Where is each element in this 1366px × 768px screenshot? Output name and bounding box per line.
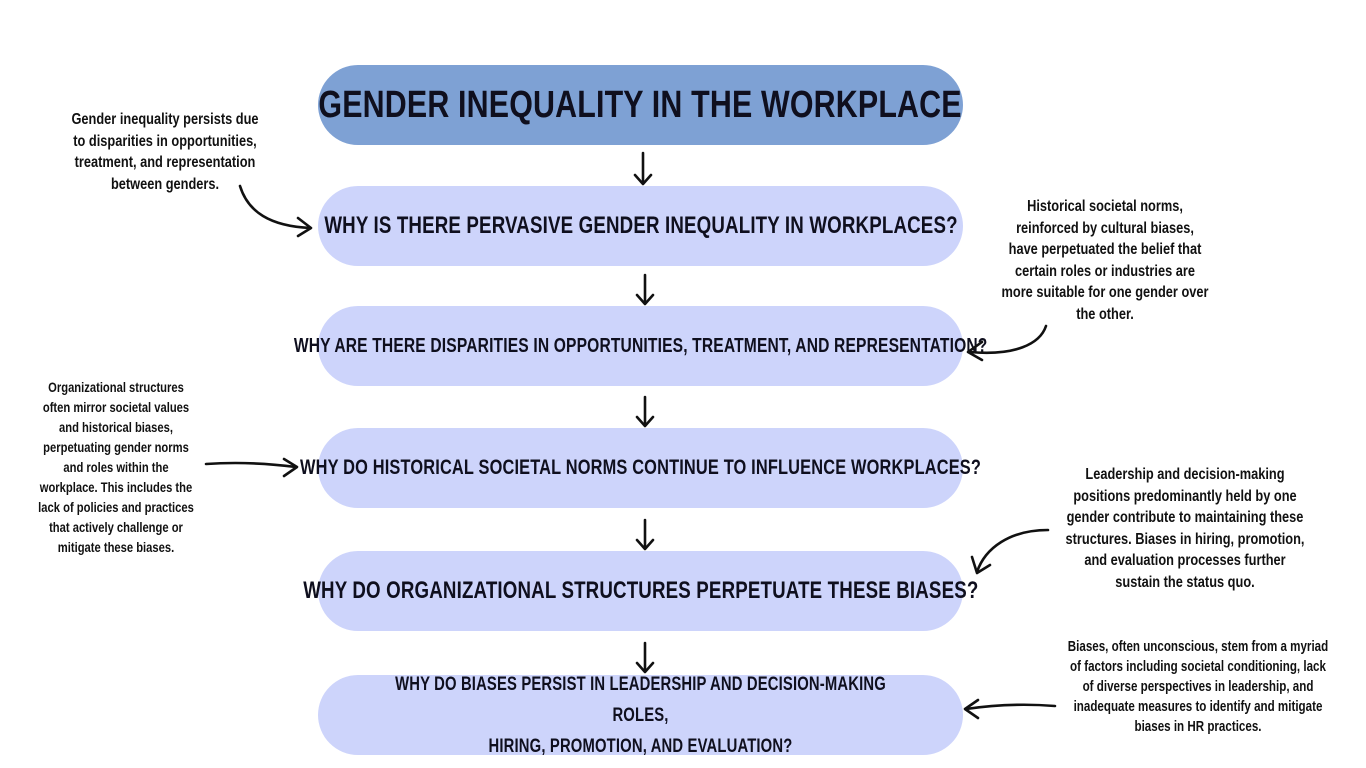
- note-3: Organizational structures often mirror s…: [23, 377, 209, 557]
- note-3-line: Organizational structures: [48, 379, 184, 395]
- note-5-line: inadequate measures to identify and miti…: [1073, 699, 1323, 715]
- title-box: GENDER INEQUALITY IN THE WORKPLACE: [318, 65, 963, 145]
- question-1-text: WHY IS THERE PERVASIVE GENDER INEQUALITY…: [323, 212, 958, 239]
- curved-arrow-icon: [966, 324, 1048, 362]
- note-2: Historical societal norms, reinforced by…: [989, 196, 1221, 326]
- question-4-text: WHY DO ORGANIZATIONAL STRUCTURES PERPETU…: [302, 577, 979, 604]
- note-4-line: structures. Biases in hiring, promotion,: [1065, 530, 1305, 548]
- question-5-text: WHY DO BIASES PERSIST IN LEADERSHIP AND …: [389, 669, 892, 762]
- note-1-line: between genders.: [110, 175, 220, 193]
- note-5-line: biases in HR practices.: [1134, 719, 1262, 735]
- question-box-5: WHY DO BIASES PERSIST IN LEADERSHIP AND …: [318, 674, 963, 757]
- down-arrow-icon: [633, 151, 653, 186]
- note-5-line: of diverse perspectives in leadership, a…: [1082, 679, 1314, 695]
- note-3-line: often mirror societal values: [42, 399, 190, 416]
- note-3-line: lack of policies and practices: [38, 499, 194, 516]
- question-5-line-1: WHY DO BIASES PERSIST IN LEADERSHIP AND …: [395, 673, 886, 726]
- question-2-text: WHY ARE THERE DISPARITIES IN OPPORTUNITI…: [293, 334, 988, 357]
- note-3-line: mitigate these biases.: [57, 539, 175, 556]
- question-box-2: WHY ARE THERE DISPARITIES IN OPPORTUNITI…: [294, 306, 987, 386]
- note-4-line: gender contribute to maintaining these: [1066, 509, 1304, 527]
- note-1-line: to disparities in opportunities,: [73, 132, 257, 150]
- note-3-line: and roles within the: [63, 459, 169, 476]
- note-1: Gender inequality persists due to dispar…: [57, 109, 273, 195]
- note-3-line: and historical biases,: [59, 419, 173, 436]
- note-2-line: reinforced by cultural biases,: [1016, 219, 1194, 237]
- note-4-line: Leadership and decision-making: [1085, 466, 1285, 483]
- note-2-line: the other.: [1076, 305, 1134, 323]
- note-4-line: sustain the status quo.: [1115, 573, 1255, 591]
- note-4: Leadership and decision-making positions…: [1061, 464, 1309, 594]
- note-1-line: Gender inequality persists due: [71, 111, 259, 128]
- note-2-line: Historical societal norms,: [1027, 198, 1183, 215]
- note-5: Biases, often unconscious, stem from a m…: [1064, 637, 1333, 737]
- note-3-line: that actively challenge or: [49, 519, 183, 536]
- note-2-line: have perpetuated the belief that: [1008, 241, 1202, 259]
- note-4-line: and evaluation processes further: [1084, 552, 1286, 570]
- curved-arrow-icon: [238, 184, 313, 238]
- note-1-line: treatment, and representation: [74, 154, 256, 172]
- down-arrow-icon: [635, 395, 655, 428]
- note-5-line: Biases, often unconscious, stem from a m…: [1067, 639, 1329, 655]
- down-arrow-icon: [635, 518, 655, 551]
- question-box-4: WHY DO ORGANIZATIONAL STRUCTURES PERPETU…: [303, 551, 978, 631]
- question-box-3: WHY DO HISTORICAL SOCIETAL NORMS CONTINU…: [300, 428, 981, 508]
- question-5-line-2: HIRING, PROMOTION, AND EVALUATION?: [488, 735, 793, 757]
- note-3-line: workplace. This includes the: [39, 479, 193, 496]
- down-arrow-icon: [635, 641, 655, 674]
- straight-arrow-icon: [204, 457, 299, 478]
- diagram-title: GENDER INEQUALITY IN THE WORKPLACE: [318, 83, 963, 126]
- note-3-line: perpetuating gender norms: [43, 439, 189, 456]
- down-arrow-icon: [635, 273, 655, 306]
- note-2-line: certain roles or industries are: [1015, 262, 1195, 280]
- note-4-line: positions predominantly held by one: [1073, 487, 1297, 505]
- note-5-line: of factors including societal conditioni…: [1070, 659, 1326, 675]
- note-2-line: more suitable for one gender over: [1001, 284, 1209, 302]
- curved-arrow-icon: [970, 528, 1050, 575]
- straight-arrow-icon: [963, 698, 1057, 720]
- question-box-1: WHY IS THERE PERVASIVE GENDER INEQUALITY…: [318, 186, 963, 266]
- question-3-text: WHY DO HISTORICAL SOCIETAL NORMS CONTINU…: [300, 456, 981, 479]
